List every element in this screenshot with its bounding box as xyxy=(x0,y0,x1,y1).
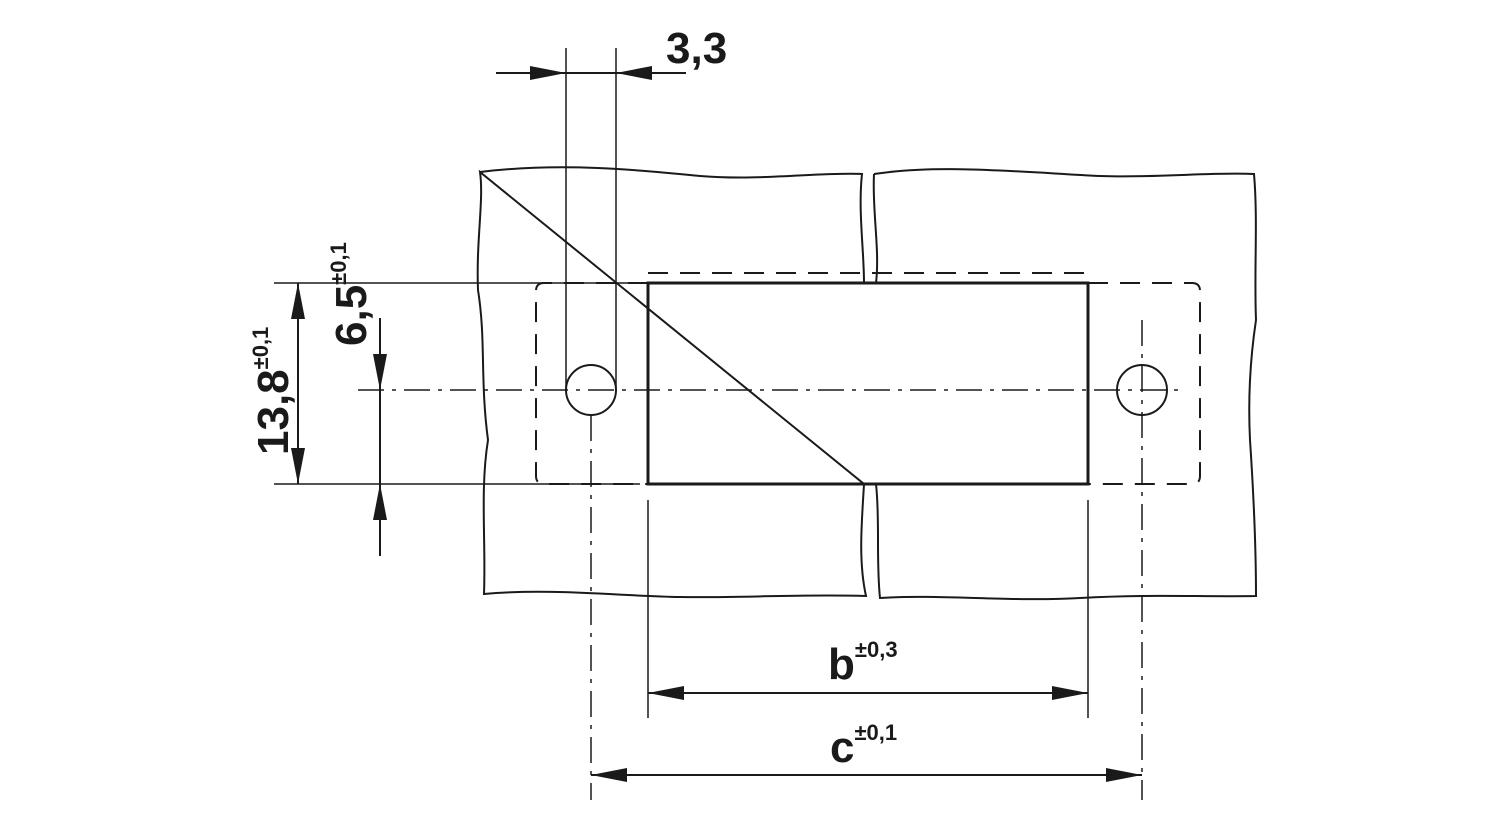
cutout-width-value: b xyxy=(828,640,855,689)
hole-spacing-value: c xyxy=(830,723,854,772)
height-tolerance: ±0,1 xyxy=(248,327,273,370)
height-label: 13,8±0,1 xyxy=(248,327,298,455)
hole-spacing-label: c±0,1 xyxy=(830,720,897,772)
svg-text:13,8±0,1: 13,8±0,1 xyxy=(248,327,298,455)
extension-lines xyxy=(274,48,1089,718)
height-value: 13,8 xyxy=(249,369,298,455)
panel-right-section xyxy=(872,168,1258,601)
hole-diameter-label: 3,3 xyxy=(666,24,727,73)
svg-text:6,5±0,1: 6,5±0,1 xyxy=(326,242,376,346)
hole-offset-value: 6,5 xyxy=(327,285,376,346)
cutout-width-label: b±0,3 xyxy=(828,637,898,689)
hole-offset-label: 6,5±0,1 xyxy=(326,242,376,346)
center-lines xyxy=(358,320,1178,800)
hole-offset-tolerance: ±0,1 xyxy=(326,242,351,285)
panel-left-section xyxy=(476,166,868,599)
hole-spacing-tolerance: ±0,1 xyxy=(854,720,897,745)
housing-outline-dashed xyxy=(535,272,1201,485)
cutout-width-tolerance: ±0,3 xyxy=(855,637,898,662)
cutout-rectangle xyxy=(646,281,1090,486)
